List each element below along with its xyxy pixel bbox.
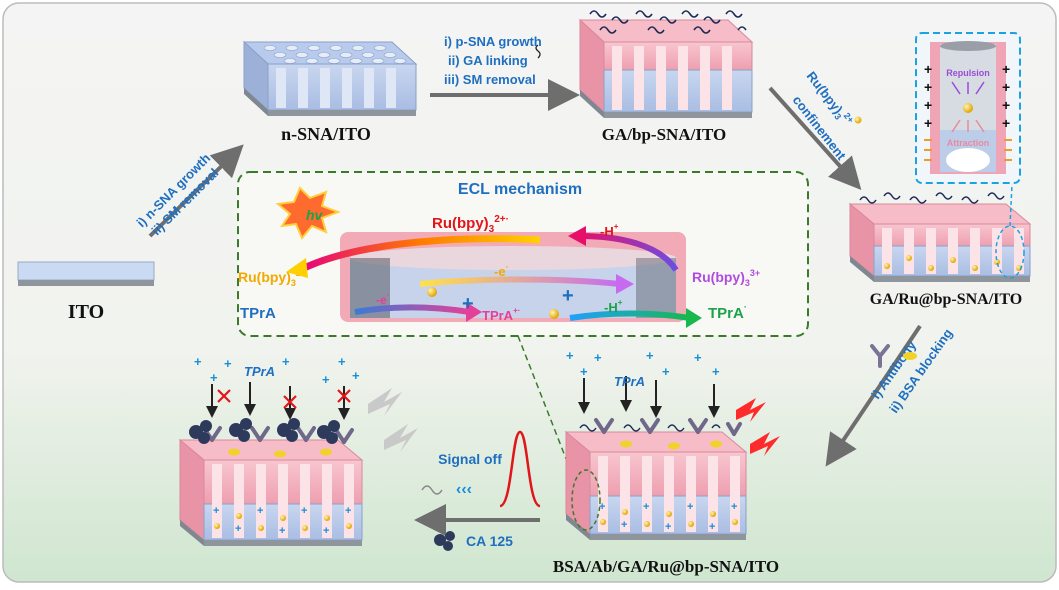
step-sm-removal-2: iii) SM removal — [444, 72, 536, 87]
svg-text:+: + — [1002, 61, 1010, 77]
svg-text:+: + — [224, 356, 232, 371]
svg-text:+: + — [924, 61, 932, 77]
svg-text:+: + — [594, 350, 602, 365]
svg-text:+: + — [662, 364, 670, 379]
tpra-minus: TPrA· — [708, 302, 747, 322]
ca125-label: CA 125 — [466, 533, 513, 549]
ca125-icon — [434, 531, 455, 551]
minus-e-bottom: -e· — [376, 290, 390, 307]
svg-text:+: + — [1002, 115, 1010, 131]
svg-text:+: + — [322, 372, 330, 387]
bsa-ab-block: + + + + + + + — [564, 418, 748, 540]
svg-text:+: + — [646, 348, 654, 363]
step-psna-growth: i) p-SNA growth — [444, 34, 542, 49]
emission-flash-icon-1 — [736, 398, 766, 422]
svg-text:+: + — [924, 115, 932, 131]
hv-burst-icon — [275, 186, 341, 240]
antibody-icon — [870, 344, 890, 368]
svg-text:+: + — [566, 348, 574, 363]
svg-text:+: + — [731, 501, 737, 513]
electron-transfer-arrow — [419, 276, 621, 287]
emission-flash-icon-2 — [750, 432, 780, 456]
pore-inset: + + + + + + + + Repulsion Attraction — [915, 32, 1021, 184]
svg-text:+: + — [709, 521, 715, 533]
svg-text:+: + — [643, 501, 649, 513]
tpra-oxidation-arrow — [354, 304, 471, 315]
svg-text:+: + — [712, 364, 720, 379]
arrow-ito-to-nsna — [148, 144, 244, 238]
ecl-mechanism-box: ECL mechanism hv Ru(bpy)32+· Ru(bpy)32+ … — [237, 171, 809, 337]
svg-text:+: + — [352, 368, 360, 383]
ru-complex-icon — [854, 116, 862, 124]
no-emission-icon-2 — [384, 424, 418, 452]
svg-text:+: + — [924, 97, 932, 113]
tpra-label-left: TPrA — [244, 364, 275, 379]
svg-text:+: + — [210, 370, 218, 385]
svg-text:+: + — [257, 505, 263, 517]
signal-peak-curve — [499, 430, 541, 508]
minus-h-bottom: -H+ — [604, 298, 623, 315]
emission-arrow — [298, 235, 541, 274]
svg-text:+: + — [599, 501, 605, 513]
svg-text:+: + — [213, 505, 219, 517]
svg-text:+: + — [694, 350, 702, 365]
svg-text:+: + — [1002, 97, 1010, 113]
signal-chevrons-icon: ‹‹‹ — [456, 481, 472, 498]
arrow-garu-to-bsa — [825, 324, 922, 467]
label-ga-ru-sna: GA/Ru@bp-SNA/ITO — [870, 291, 1022, 308]
label-bsa-ab-sna: BSA/Ab/GA/Ru@bp-SNA/ITO — [553, 557, 779, 576]
flat-signal-curve — [421, 485, 443, 495]
deprotonation-arrow-top — [579, 233, 679, 272]
svg-text:+: + — [665, 521, 671, 533]
svg-text:+: + — [282, 354, 290, 369]
label-ga-bp-sna: GA/bp-SNA/ITO — [602, 125, 726, 144]
label-ito: ITO — [68, 301, 104, 323]
svg-text:+: + — [279, 525, 285, 537]
tpra-label-right: TPrA — [614, 374, 645, 389]
svg-text:+: + — [1002, 79, 1010, 95]
deprotonation-arrow-bottom — [569, 310, 691, 321]
svg-text:+: + — [338, 354, 346, 369]
arrow-gabp-to-garu — [768, 86, 862, 190]
ito-substrate — [17, 261, 155, 286]
svg-text:+: + — [687, 501, 693, 513]
tpra-left: TPrA — [240, 305, 276, 322]
svg-text:+: + — [345, 505, 351, 517]
svg-text:+: + — [194, 354, 202, 369]
cation-icon-1: + — [462, 293, 474, 315]
hv-label: hv — [306, 207, 324, 223]
svg-text:+: + — [323, 525, 329, 537]
tpra-flux-right: + + + + + + + TPrA — [566, 348, 780, 456]
ru-bpy-3plus: Ru(bpy)33+ — [692, 268, 760, 288]
inset-repulsion: Repulsion — [946, 68, 990, 78]
ga-bp-sna-block — [578, 10, 754, 118]
svg-text:+: + — [924, 79, 932, 95]
svg-text:+: + — [301, 505, 307, 517]
inset-attraction: Attraction — [947, 138, 990, 148]
svg-text:+: + — [235, 523, 241, 535]
svg-text:+: + — [621, 519, 627, 531]
tpra-flux-left: + + + + + + + TPrA — [194, 354, 418, 452]
signal-off-label: Signal off — [438, 451, 502, 467]
ecl-title: ECL mechanism — [458, 181, 582, 198]
nsna-block — [242, 40, 418, 116]
minus-h-top: -H+ — [600, 222, 619, 239]
svg-text:+: + — [580, 364, 588, 379]
minus-e-top: -e· — [494, 262, 509, 279]
cation-icon-2: + — [562, 285, 574, 307]
no-emission-icon-1 — [368, 388, 402, 416]
signal-off-block: + + + + + + + — [178, 418, 364, 546]
ga-ru-sna-block — [848, 183, 1032, 282]
svg-text:‹‹‹: ‹‹‹ — [456, 481, 472, 498]
tpra-radical-cation: TPrA+· — [482, 306, 520, 323]
label-nsna: n-SNA/ITO — [281, 124, 371, 144]
step-ga-linking: ii) GA linking — [448, 53, 528, 68]
ga-linker-icon — [535, 44, 541, 59]
bsa-icon — [903, 352, 917, 360]
